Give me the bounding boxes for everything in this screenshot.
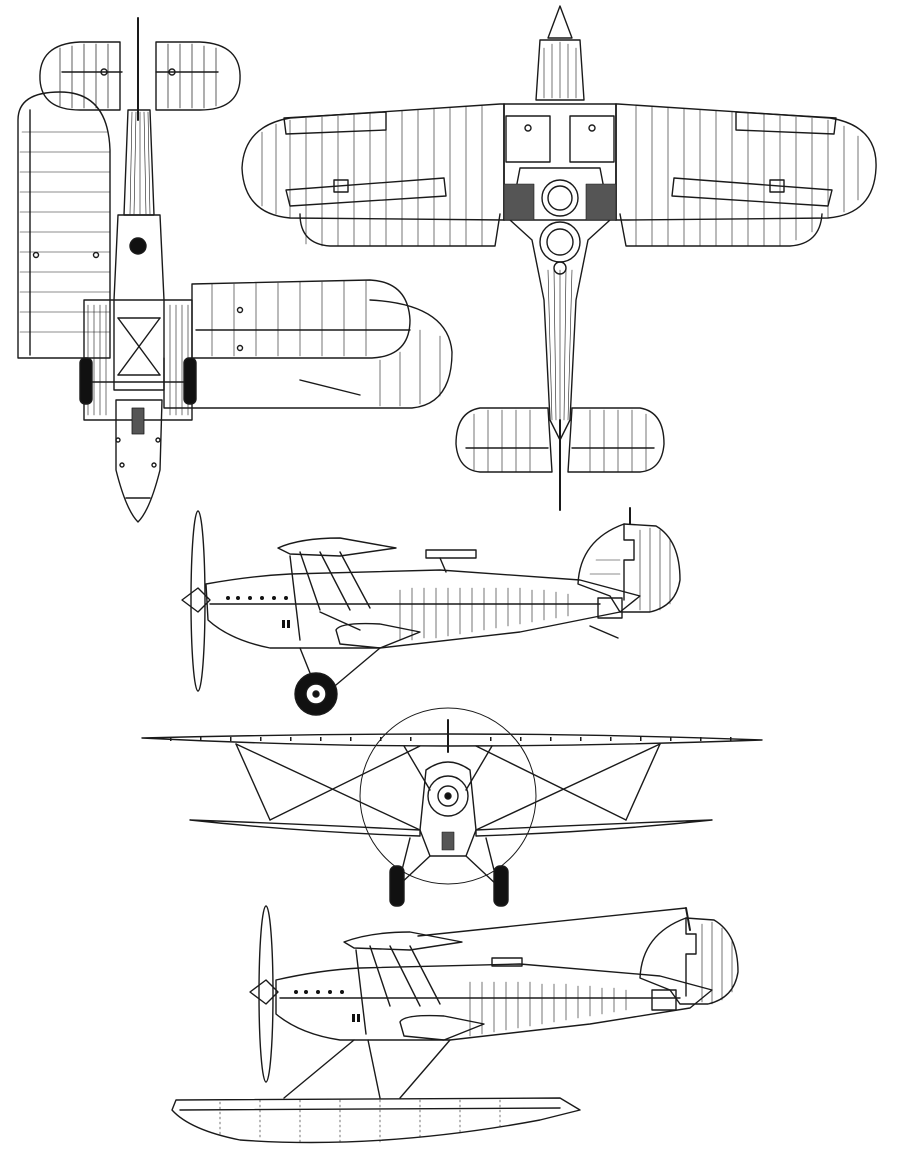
- lower-wing-front: [189, 819, 713, 837]
- float-struts: [283, 1039, 451, 1099]
- upper-wing-front: [141, 733, 763, 747]
- side-view-floatplane: [171, 905, 739, 1144]
- tailplane-top: [455, 407, 665, 511]
- undercarriage-side: [294, 625, 619, 716]
- upper-wing: [241, 103, 877, 247]
- machine-gun-side: [425, 549, 477, 573]
- wings-float: [343, 931, 485, 1041]
- propeller-side: [181, 510, 211, 692]
- centre-fuselage: [113, 214, 165, 391]
- engine-cowling-underside: [115, 399, 163, 523]
- folded-wing: [17, 91, 111, 359]
- undercarriage-front: [389, 837, 509, 907]
- plan-view-top: [241, 5, 877, 511]
- propeller-disc: [359, 707, 537, 885]
- fuselage-top: [503, 167, 617, 441]
- fuselage-float: [275, 963, 713, 1041]
- main-float: [171, 1097, 581, 1144]
- fuselage-front: [419, 719, 477, 857]
- starboard-wing: [163, 279, 453, 409]
- front-view: [141, 707, 763, 907]
- main-wheels: [79, 357, 197, 405]
- plan-view-underside: [17, 17, 453, 523]
- lower-wing-side: [335, 622, 421, 649]
- propeller-float: [249, 905, 279, 1083]
- interplane-struts: [235, 743, 661, 831]
- fuselage-side: [205, 569, 641, 649]
- nose-cowling: [505, 5, 615, 163]
- fin-rudder-side: [577, 507, 681, 613]
- wings-side: [277, 537, 397, 641]
- fin-rudder-float: [639, 917, 739, 1005]
- tailplane: [39, 17, 241, 121]
- machine-gun-float: [491, 957, 523, 967]
- side-view-landplane: [181, 507, 681, 716]
- rear-fuselage: [123, 109, 155, 216]
- aerial-wire: [417, 907, 691, 937]
